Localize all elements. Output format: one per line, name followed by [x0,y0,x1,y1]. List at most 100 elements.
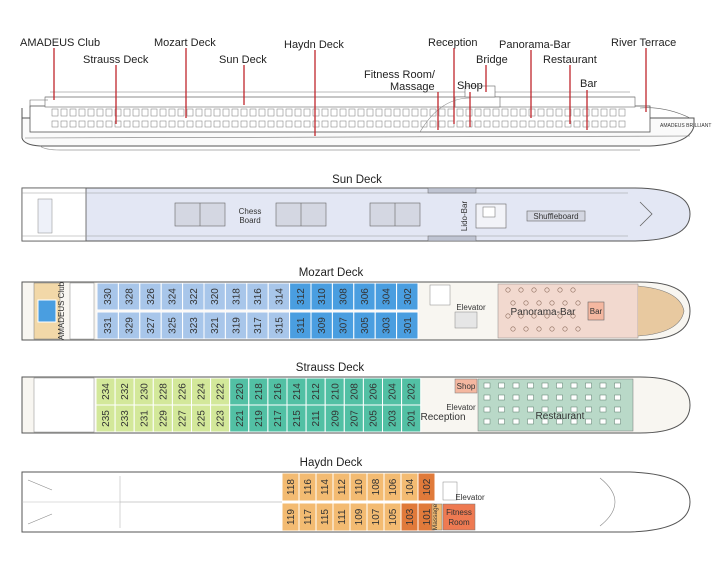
side-window [285,108,293,117]
side-window [456,108,464,117]
cabin-number: 314 [274,288,285,305]
shop-label: Shop [457,382,476,391]
side-window [420,120,428,128]
side-window [609,120,617,128]
table [518,287,524,293]
side-window [438,108,446,117]
side-window [591,108,599,117]
cabin-number: 302 [403,288,414,305]
side-window [276,120,284,128]
side-window [591,120,599,128]
table [556,394,563,401]
cabin-number: 305 [360,317,371,334]
cabin-102 [417,472,436,502]
side-window [96,108,104,117]
table [614,418,621,425]
side-window [348,120,356,128]
table [536,300,542,306]
sun-deck: Sun Deck Chess Board Lido-Bar Shuffleboa… [21,174,691,242]
side-window [618,108,626,117]
side-window [204,108,212,117]
svg-text:AMADEUS BRILLIANT: AMADEUS BRILLIANT [660,123,711,129]
label-bridge: Bridge [476,54,508,66]
cabin-number: 234 [101,383,112,400]
side-window [114,108,122,117]
side-window [276,108,284,117]
cabin-number: 319 [232,317,243,334]
side-window [78,120,86,128]
side-window [258,120,266,128]
side-window [69,108,77,117]
side-window [582,120,590,128]
cabin-number: 307 [339,317,350,334]
cabin-201 [401,404,422,433]
table [585,406,592,413]
table [527,406,534,413]
cabin-number: 221 [235,410,246,427]
side-window [267,120,275,128]
strauss-elevator-label: Elevator [446,403,476,412]
table [570,382,578,389]
side-window [60,120,68,128]
side-window [501,120,509,128]
side-window [168,108,176,117]
cabin-number: 107 [371,508,382,525]
lido-bar-label: Lido-Bar [460,201,469,232]
cabin-number: 325 [167,317,178,334]
side-window [123,108,131,117]
cabin-number: 223 [216,410,227,427]
side-window [357,120,365,128]
side-window [573,120,581,128]
haydn-deck-title: Haydn Deck [300,457,363,469]
side-window [231,108,239,117]
cabin-number: 208 [349,383,360,400]
side-window [429,108,437,117]
table [599,382,607,389]
table [570,313,576,319]
side-window [519,108,527,117]
side-window [222,108,230,117]
side-window [393,108,401,117]
side-window [213,120,221,128]
side-window [69,120,77,128]
cabin-number: 331 [103,317,114,334]
side-window [177,120,185,128]
cabin-number: 231 [139,410,150,427]
cabin-number: 209 [330,410,341,427]
cabin-number: 109 [354,508,365,525]
table [575,300,581,306]
side-window [285,120,293,128]
label-reception: Reception [428,37,478,49]
side-window [204,120,212,128]
side-window [141,108,149,117]
cabin-number: 218 [254,383,265,400]
table [570,287,576,293]
side-window [519,120,527,128]
strauss-deck-title: Strauss Deck [296,362,365,374]
table [599,394,607,401]
cabin-number: 119 [286,509,297,525]
table [614,382,621,389]
side-window [177,108,185,117]
cabin-number: 226 [177,383,188,400]
side-window [438,120,446,128]
side-window [384,108,392,117]
cabin-number: 315 [274,317,285,334]
side-window [465,108,473,117]
side-window [618,120,626,128]
label-fitness-room: Fitness Room/ [364,69,436,81]
side-window [483,120,491,128]
side-window [51,120,59,128]
cabin-number: 201 [407,410,418,427]
side-window [87,108,95,117]
side-window [60,108,68,117]
label-strauss-deck: Strauss Deck [83,54,149,66]
side-window [537,120,545,128]
side-window [303,108,311,117]
side-window [492,120,500,128]
side-window [114,120,122,128]
reception-label: Reception [420,412,465,423]
side-window [249,120,257,128]
